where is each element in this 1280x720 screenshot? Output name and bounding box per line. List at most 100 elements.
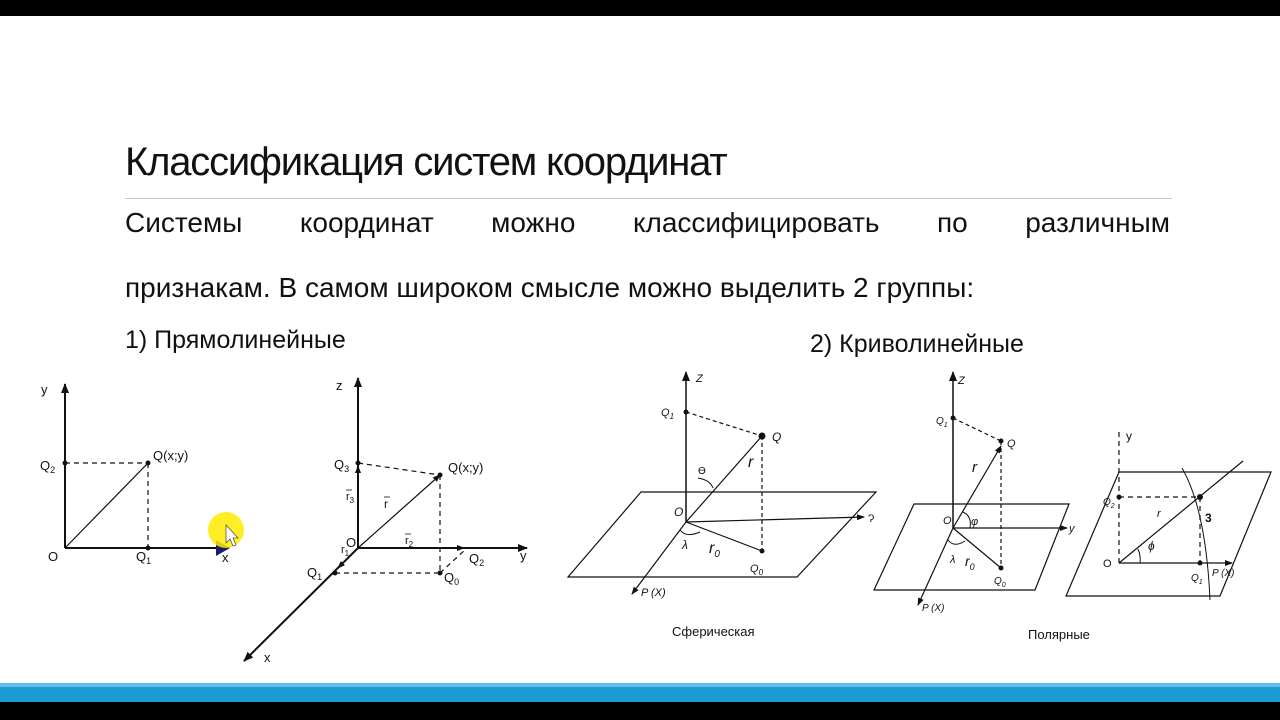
radius-line <box>64 462 149 549</box>
point-q1 <box>332 570 338 576</box>
title-divider <box>125 198 1172 199</box>
axis-label-x: x <box>222 550 229 565</box>
paragraph-line-1: Системы координат можно классифицировать… <box>125 207 1170 239</box>
axis-label-y: y <box>520 548 527 563</box>
point-q0 <box>759 548 765 554</box>
label-q1: Q1 <box>1191 573 1203 586</box>
reference-plane <box>1065 471 1272 597</box>
label-q0: Q0 <box>994 576 1006 589</box>
label-q: Q <box>772 430 781 444</box>
point-q <box>437 472 443 478</box>
point-q3 <box>355 460 361 466</box>
point-q <box>1197 494 1203 500</box>
axis-label-y: y <box>1068 523 1076 535</box>
origin-label: O <box>943 515 952 527</box>
label-px: P (X) <box>1212 568 1234 579</box>
bottom-letterbox-bar <box>0 702 1280 720</box>
label-q2: Q2 <box>1103 497 1115 510</box>
label-lambda: λ <box>949 554 955 566</box>
reference-plane <box>566 491 878 578</box>
point-q <box>758 432 766 440</box>
axis-label-y: y <box>41 382 48 397</box>
label-q3: Q3 <box>334 457 349 474</box>
projection-line <box>685 411 763 437</box>
point-q1 <box>1197 560 1203 566</box>
label-r: r <box>748 454 754 471</box>
point-q1 <box>683 409 689 415</box>
group-label-curvilinear: 2) Криволинейные <box>810 330 1024 358</box>
label-q0: Q0 <box>444 570 459 587</box>
label-point: Q(x;y) <box>448 460 483 475</box>
point-q <box>145 460 151 466</box>
paragraph-word: координат <box>299 207 434 238</box>
coordinate-diagrams: y x O Q2 Q1 Q(x;y) z y x O Q3 Q2 Q1 Q0 <box>40 371 1272 665</box>
label-vector-r3: r3 <box>346 491 355 505</box>
origin-label: O <box>48 549 58 564</box>
label-r0: r0 <box>709 540 720 560</box>
caption-spherical: Сферическая <box>672 624 755 639</box>
label-vector-r: r <box>384 497 388 511</box>
projection-line <box>439 547 468 574</box>
label-mark: 3 <box>1205 511 1212 525</box>
origin-label: O <box>1103 558 1112 570</box>
label-q2: Q2 <box>469 551 484 568</box>
bottom-accent-stripe <box>0 683 1280 702</box>
label-point: Q(x;y) <box>153 448 188 463</box>
phi-arc <box>962 511 971 529</box>
axis-label-x: x <box>264 650 271 665</box>
label-phi: φ <box>971 516 978 528</box>
origin-label: O <box>674 505 683 519</box>
label-q0: Q0 <box>750 563 764 577</box>
paragraph-line-2: признакам. В самом широком смысле можно … <box>125 272 975 303</box>
projection-line <box>357 462 441 476</box>
arc-curve <box>1181 467 1211 601</box>
point-q1 <box>145 545 151 551</box>
polar-2d-diagram: y Q2 r 3 O ϕ Q1 P (X) Полярные <box>1028 429 1272 642</box>
point-q0 <box>437 570 443 576</box>
spherical-diagram: Z Q1 Q r ϴ O λ r0 Q0 P (X) Ɂ Сферическая <box>566 371 878 639</box>
top-letterbox-bar <box>0 0 1280 16</box>
lambda-arc <box>679 529 701 536</box>
radius-line <box>685 435 763 523</box>
reference-plane <box>873 503 1070 591</box>
axis-label-z: Z <box>957 375 966 387</box>
vector-r <box>357 474 441 549</box>
phi-arc <box>1137 548 1141 564</box>
theta-arc <box>697 477 714 489</box>
point-q0 <box>998 565 1004 571</box>
label-q: Q <box>1007 438 1016 450</box>
axis-label-y-partial: Ɂ <box>868 513 874 525</box>
group-label-rectilinear: 1) Прямолинейные <box>125 326 346 354</box>
point-q2 <box>1116 494 1122 500</box>
projection-line <box>952 417 1002 442</box>
label-q2: Q2 <box>40 458 55 475</box>
label-theta: ϴ <box>698 466 706 477</box>
paragraph-word: Системы <box>125 207 243 238</box>
y-axis <box>685 514 865 523</box>
paragraph-word: классифицировать <box>632 207 880 238</box>
label-q1: Q1 <box>661 407 674 421</box>
label-r0: r0 <box>965 553 975 572</box>
vector-r1 <box>337 547 359 569</box>
label-q1: Q1 <box>136 549 151 566</box>
label-q1: Q1 <box>936 416 948 429</box>
bottom-accent-highlight <box>0 683 1280 687</box>
label-px: P (X) <box>922 603 944 614</box>
point-q2 <box>62 460 68 466</box>
caption-polar: Полярные <box>1028 627 1090 642</box>
radius-line <box>952 445 1002 529</box>
point-q <box>998 438 1004 444</box>
projected-radius <box>685 521 763 552</box>
label-q1: Q1 <box>307 565 322 582</box>
label-lambda: λ <box>681 538 688 552</box>
paragraph-word: по <box>936 207 968 238</box>
paragraph-word: можно <box>491 207 576 238</box>
label-vector-r1: r1 <box>341 544 350 558</box>
axis-label-y: y <box>1126 429 1132 443</box>
lambda-arc <box>947 539 966 545</box>
point-q1 <box>950 415 956 421</box>
polar-3d-diagram: Z Q1 Q r O φ y λ r0 Q0 P (X) <box>873 371 1076 614</box>
label-px: P (X) <box>641 587 666 599</box>
label-r: r <box>972 459 978 476</box>
slide-title: Классификация систем координат <box>125 140 728 184</box>
